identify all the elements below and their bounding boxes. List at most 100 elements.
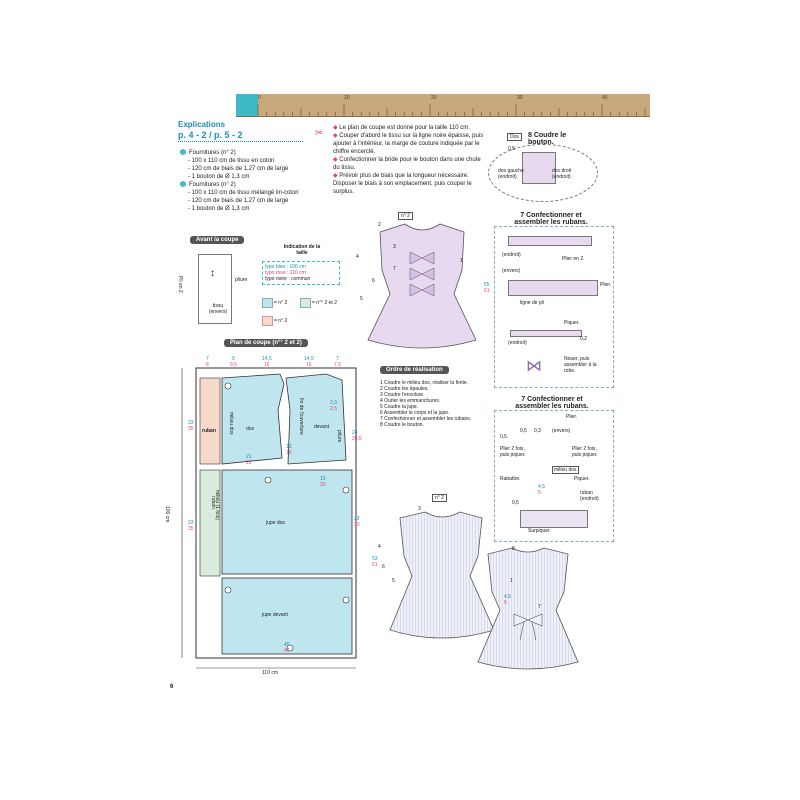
ruban-label-2: ruban	[210, 496, 216, 509]
bullet-icon	[180, 149, 186, 156]
step7b-5: 5	[538, 490, 541, 496]
step7b-05: 0,5	[520, 428, 527, 434]
notes-block: ◆ Le plan de coupe est donné pour la tai…	[333, 124, 485, 196]
plan-num: 7	[206, 356, 209, 362]
step7b-milieu: milieu dos	[552, 466, 579, 474]
avant-coupe-title: Avant la coupe	[190, 236, 245, 244]
dress-num: 6	[382, 564, 385, 570]
ribbon-folded	[508, 280, 598, 296]
dress-num: 5	[392, 578, 395, 584]
plan-side-num: 33	[188, 420, 194, 426]
pliure-label: pliure	[336, 430, 342, 443]
ruban-label: ruban	[202, 428, 216, 434]
order-step: 2 Coudre les épaules.	[380, 386, 429, 392]
bullet-icon	[180, 181, 186, 188]
dress-num: 4,5	[504, 594, 511, 600]
ruler-number: 30	[517, 95, 523, 101]
step7b-05c: 0,5	[512, 500, 519, 506]
strip-piece	[199, 469, 221, 577]
legend-c: = n° 2	[274, 318, 288, 324]
ruler-accent	[236, 94, 258, 116]
plan-num: 13	[286, 444, 292, 450]
order-step: 6 Assembler le corps et la jupe.	[380, 410, 450, 416]
jupe-dos-label: jupe dos	[266, 520, 285, 526]
step7a-ligne: ligne de pli	[520, 300, 544, 306]
diamond-icon: ◆	[333, 173, 338, 179]
step7b-03: 0,3	[534, 428, 541, 434]
diamond-icon: ◆	[333, 133, 338, 139]
step8-value: 0,5	[508, 146, 515, 152]
step7b-plier: Plier.	[566, 414, 578, 420]
dress-num: 5	[504, 600, 507, 606]
plan-num: 29	[354, 516, 360, 522]
step7b-plier2-left: Plier 2 fois, puis piquer.	[500, 446, 526, 458]
plan-num: 19	[320, 476, 326, 482]
step8-dos-tag: Dos	[507, 133, 522, 141]
plan-num: 47	[284, 648, 290, 654]
pliure-label: pliure	[235, 277, 248, 283]
plan-num: 22	[246, 460, 252, 466]
materials-item: - 1 bouton de Ø 1,3 cm	[188, 206, 250, 212]
back-skirt-piece	[221, 469, 353, 575]
indication-pink: typo rose : 110 cm	[265, 270, 306, 276]
step7a-title: 7 Confectionner et assembler les rubans.	[514, 212, 588, 226]
plan-num: 25,5	[352, 436, 362, 442]
indication-blue: typo bleu : 100 cm	[265, 264, 306, 270]
dress-num: 61	[484, 288, 490, 294]
step7a-plier2: Plier en 2.	[562, 256, 585, 262]
step7a-endroit: (endroit)	[502, 252, 521, 258]
ribbon-strip	[508, 236, 592, 246]
step7b-rabattre: Rabattre.	[500, 476, 521, 482]
dress-illustration-bottom	[389, 511, 579, 670]
step7a-nouer: Nouer, puis assembler à la robe.	[564, 356, 597, 374]
step8-swatch	[522, 152, 556, 184]
step7a-02: 0,2	[580, 336, 587, 342]
fin-ouverture-label: fin de l'ouverture	[298, 398, 304, 435]
dress-num: 7	[538, 604, 541, 610]
explications-label: Explications	[178, 120, 226, 129]
dress-num: 2	[378, 222, 381, 228]
legend-swatch-blue	[262, 298, 273, 308]
diamond-icon: ◆	[333, 157, 338, 163]
order-step: 3 Coudre l'encolure.	[380, 392, 425, 398]
dos-label: dos	[246, 426, 255, 432]
plan-side-num: 35	[188, 426, 194, 432]
dress-num: 6	[372, 278, 375, 284]
plan-num: 30	[354, 522, 360, 528]
note-item: ◆ Confectionner la bride pour le bouton …	[333, 157, 481, 171]
bow-group	[409, 251, 435, 297]
materials-title-1: Fournitures (n° 2)	[180, 149, 330, 157]
dress-num: 53	[372, 556, 378, 562]
jupe-devant-label: jupe devant	[262, 612, 288, 618]
ruler-number: 0	[258, 95, 261, 101]
order-step: 8 Coudre le bouton.	[380, 422, 424, 428]
dress-num: 4	[356, 254, 359, 260]
step7b-45: 4,5	[538, 484, 545, 490]
materials-item: - 120 cm de biais de 1,27 cm de large	[188, 166, 289, 172]
indication-box: typo bleu : 100 cm typo rose : 110 cm ty…	[262, 261, 340, 285]
plan-num: 7	[336, 356, 339, 362]
plan-num: 16	[264, 362, 270, 368]
order-list: 1 Coudre le milieu dos, réaliser la fent…	[380, 380, 492, 428]
plan-num: 14,5	[304, 356, 314, 362]
front-bodice-piece	[285, 373, 347, 465]
bow-icon: ⋈	[526, 358, 542, 375]
legend-b: = n°° 2 et 2	[312, 300, 337, 306]
plan-num: 2,3	[330, 400, 337, 406]
plan-num: 45	[284, 642, 290, 648]
legend-swatch-pink	[262, 316, 273, 326]
diamond-icon: ◆	[333, 125, 338, 131]
page-reference: p. 4 - 2 / p. 5 - 2	[178, 130, 303, 142]
materials-block: Fournitures (n° 2) - 100 x 110 cm de tis…	[180, 149, 330, 213]
scissors-icon: ✂	[315, 128, 324, 139]
plan-num: 9	[232, 356, 235, 362]
dress-num: 55	[484, 282, 490, 288]
step7a-frame	[494, 226, 614, 388]
plan-title: Plan de coupe (n°° 2 et 2)	[224, 339, 308, 347]
cutting-plan	[181, 367, 357, 669]
step7b-title: 7 Confectionner et assembler les rubans.	[515, 396, 589, 410]
step7b-envers: (envers)	[552, 428, 571, 434]
tissu-label: tissu (envers)	[208, 303, 228, 315]
step7b-swatch	[520, 510, 588, 528]
